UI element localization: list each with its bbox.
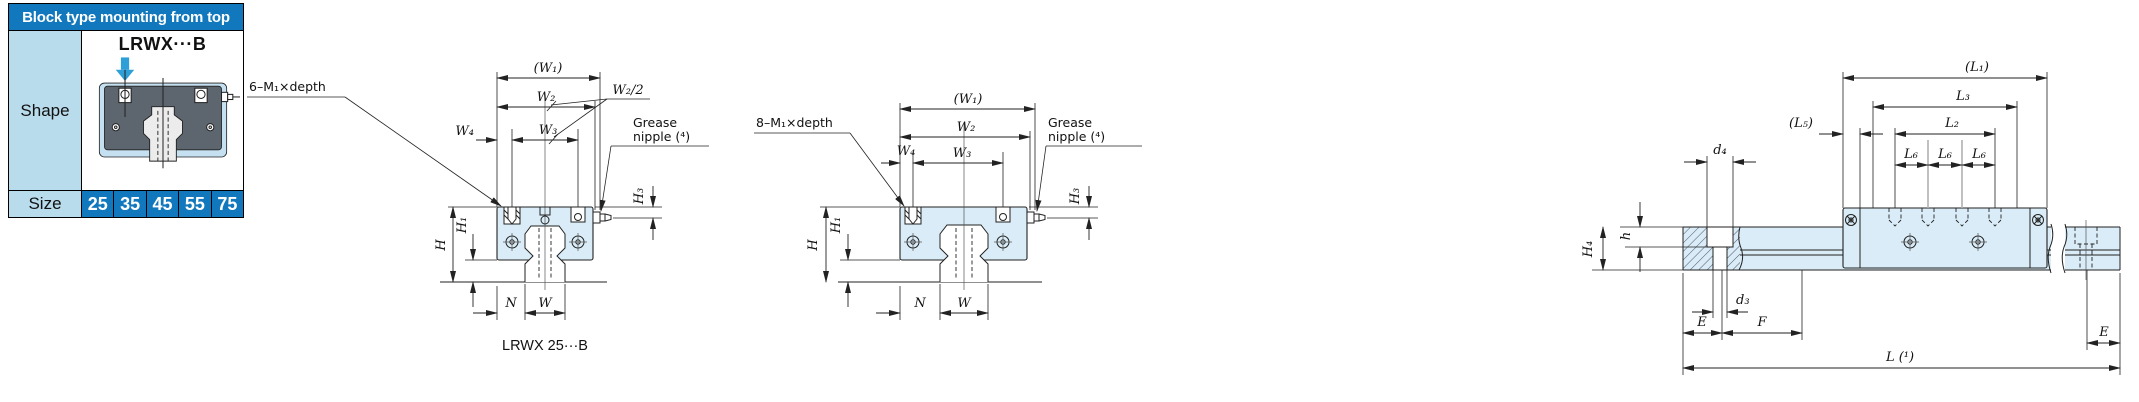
tapped-holes-top xyxy=(1888,208,2002,227)
drawing-cross-section-large: (W₁) W₂ W₃ W₄ 8–M₁×depth Grease nipple (… xyxy=(754,92,1142,320)
dim-label-d3: d₃ xyxy=(1736,293,1750,308)
shape-content-cell: LRWX···B xyxy=(82,31,243,190)
drawing1-caption: LRWX 25···B xyxy=(502,338,588,354)
grease-nipple xyxy=(1026,211,1046,224)
block-side-view xyxy=(1842,207,2048,269)
tap-hole-label: 6–M₁×depth xyxy=(249,79,326,94)
dim-label-h1: H₁ xyxy=(829,217,844,235)
dim-label-l5: (L₅) xyxy=(1789,116,1813,131)
grease-label-2: nipple (⁴) xyxy=(633,129,690,144)
size-75: 75 xyxy=(211,191,244,217)
size-45: 45 xyxy=(146,191,179,217)
size-55: 55 xyxy=(179,191,211,217)
dim-label-h4: H₄ xyxy=(1581,241,1596,259)
panel-header: Block type mounting from top xyxy=(9,4,243,30)
dim-label-w1: (W₁) xyxy=(954,92,983,107)
dim-label-l: L (¹) xyxy=(1885,350,1914,365)
grease-label-2: nipple (⁴) xyxy=(1048,129,1105,144)
model-name: LRWX···B xyxy=(118,34,207,54)
dim-label-l6-3: L₆ xyxy=(1971,147,1986,162)
grease-nipple xyxy=(592,211,612,224)
end-plate-screws xyxy=(1845,214,2044,226)
dim-label-l2: L₂ xyxy=(1944,116,1959,131)
drawing-cross-section-lrwx25: (W₁) W₂ W₃ W₄ W₂/2 6–M₁×depth Grease nip… xyxy=(247,61,709,354)
tap-hole-label: 8–M₁×depth xyxy=(756,115,833,130)
dim-label-l1: (L₁) xyxy=(1965,60,1989,75)
dim-label-w2-half: W₂/2 xyxy=(612,83,643,98)
dim-label-h: h xyxy=(1619,232,1634,240)
side-holes xyxy=(904,233,1012,251)
dim-label-w3: W₃ xyxy=(539,123,558,138)
mounting-bolts xyxy=(111,69,214,132)
rail-break-line xyxy=(2047,223,2054,274)
dim-label-w4: W₄ xyxy=(897,144,916,159)
size-row: Size 25 35 45 55 75 xyxy=(9,191,244,217)
side-holes xyxy=(1901,233,1987,251)
dim-label-n: N xyxy=(504,296,517,311)
dim-label-d4: d₄ xyxy=(1713,143,1727,158)
dim-label-l6-2: L₆ xyxy=(1937,147,1952,162)
dim-label-w1: (W₁) xyxy=(534,61,563,76)
dim-label-h3: H₃ xyxy=(632,188,647,206)
grease-label-1: Grease xyxy=(633,115,677,130)
dim-label-w2: W₂ xyxy=(957,120,976,135)
dim-label-h: H xyxy=(806,239,821,252)
grease-label-1: Grease xyxy=(1048,115,1092,130)
block-shape-image xyxy=(98,57,240,169)
tapped-hole-section xyxy=(503,206,521,225)
dim-label-w3: W₃ xyxy=(953,146,972,161)
size-35: 35 xyxy=(114,191,146,217)
dim-label-h: H xyxy=(434,239,449,252)
drawing-side-view: (L₁) L₃ L₂ (L₅) L₆ L₆ L₆ d₄ h H₄ d₃ E F xyxy=(1581,60,2121,375)
dim-label-w2: W₂ xyxy=(537,90,556,105)
dim-label-e-right: E xyxy=(2098,325,2109,340)
dim-label-l3: L₃ xyxy=(1955,89,1970,104)
size-25: 25 xyxy=(82,191,114,217)
dim-label-n: N xyxy=(913,296,926,311)
grease-nipple-icon xyxy=(220,91,240,103)
shape-label-cell: Shape xyxy=(9,31,81,190)
size-label-cell: Size xyxy=(9,191,81,217)
tapped-hole-section xyxy=(904,206,922,225)
rail-mounting-hole-dashed xyxy=(2074,220,2098,280)
dim-label-h3: H₃ xyxy=(1068,188,1083,206)
dim-label-w: W xyxy=(957,296,972,311)
dim-label-w4: W₄ xyxy=(455,124,474,139)
dim-label-f: F xyxy=(1756,315,1767,330)
dim-label-h1: H₁ xyxy=(455,217,470,235)
dim-label-w: W xyxy=(538,296,553,311)
dim-label-l6-1: L₆ xyxy=(1903,147,1918,162)
product-panel: Block type mounting from top Shape LRWX·… xyxy=(8,3,244,218)
dim-label-e-left: E xyxy=(1696,315,1707,330)
side-holes xyxy=(503,233,587,251)
